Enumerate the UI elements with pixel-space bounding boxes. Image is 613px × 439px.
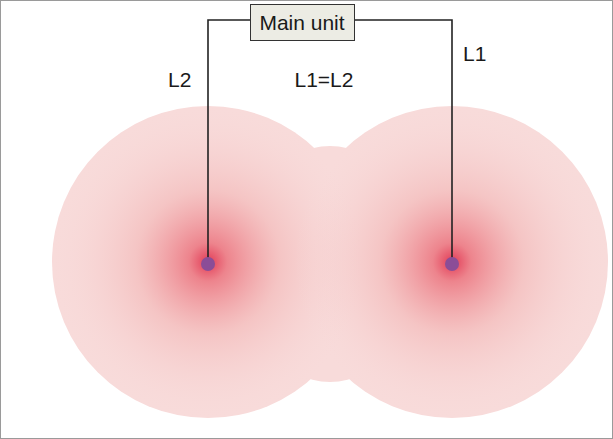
box-label: Main unit [259,11,344,34]
length-label: L1=L2 [295,68,354,91]
length-label: L2 [168,68,191,91]
heat-zone [52,106,608,418]
electrode-dot [201,257,215,271]
lead-wire [208,20,452,264]
unit-box: Main unit [250,4,355,41]
electrode-dot [445,257,459,271]
length-label: L1 [463,42,486,65]
